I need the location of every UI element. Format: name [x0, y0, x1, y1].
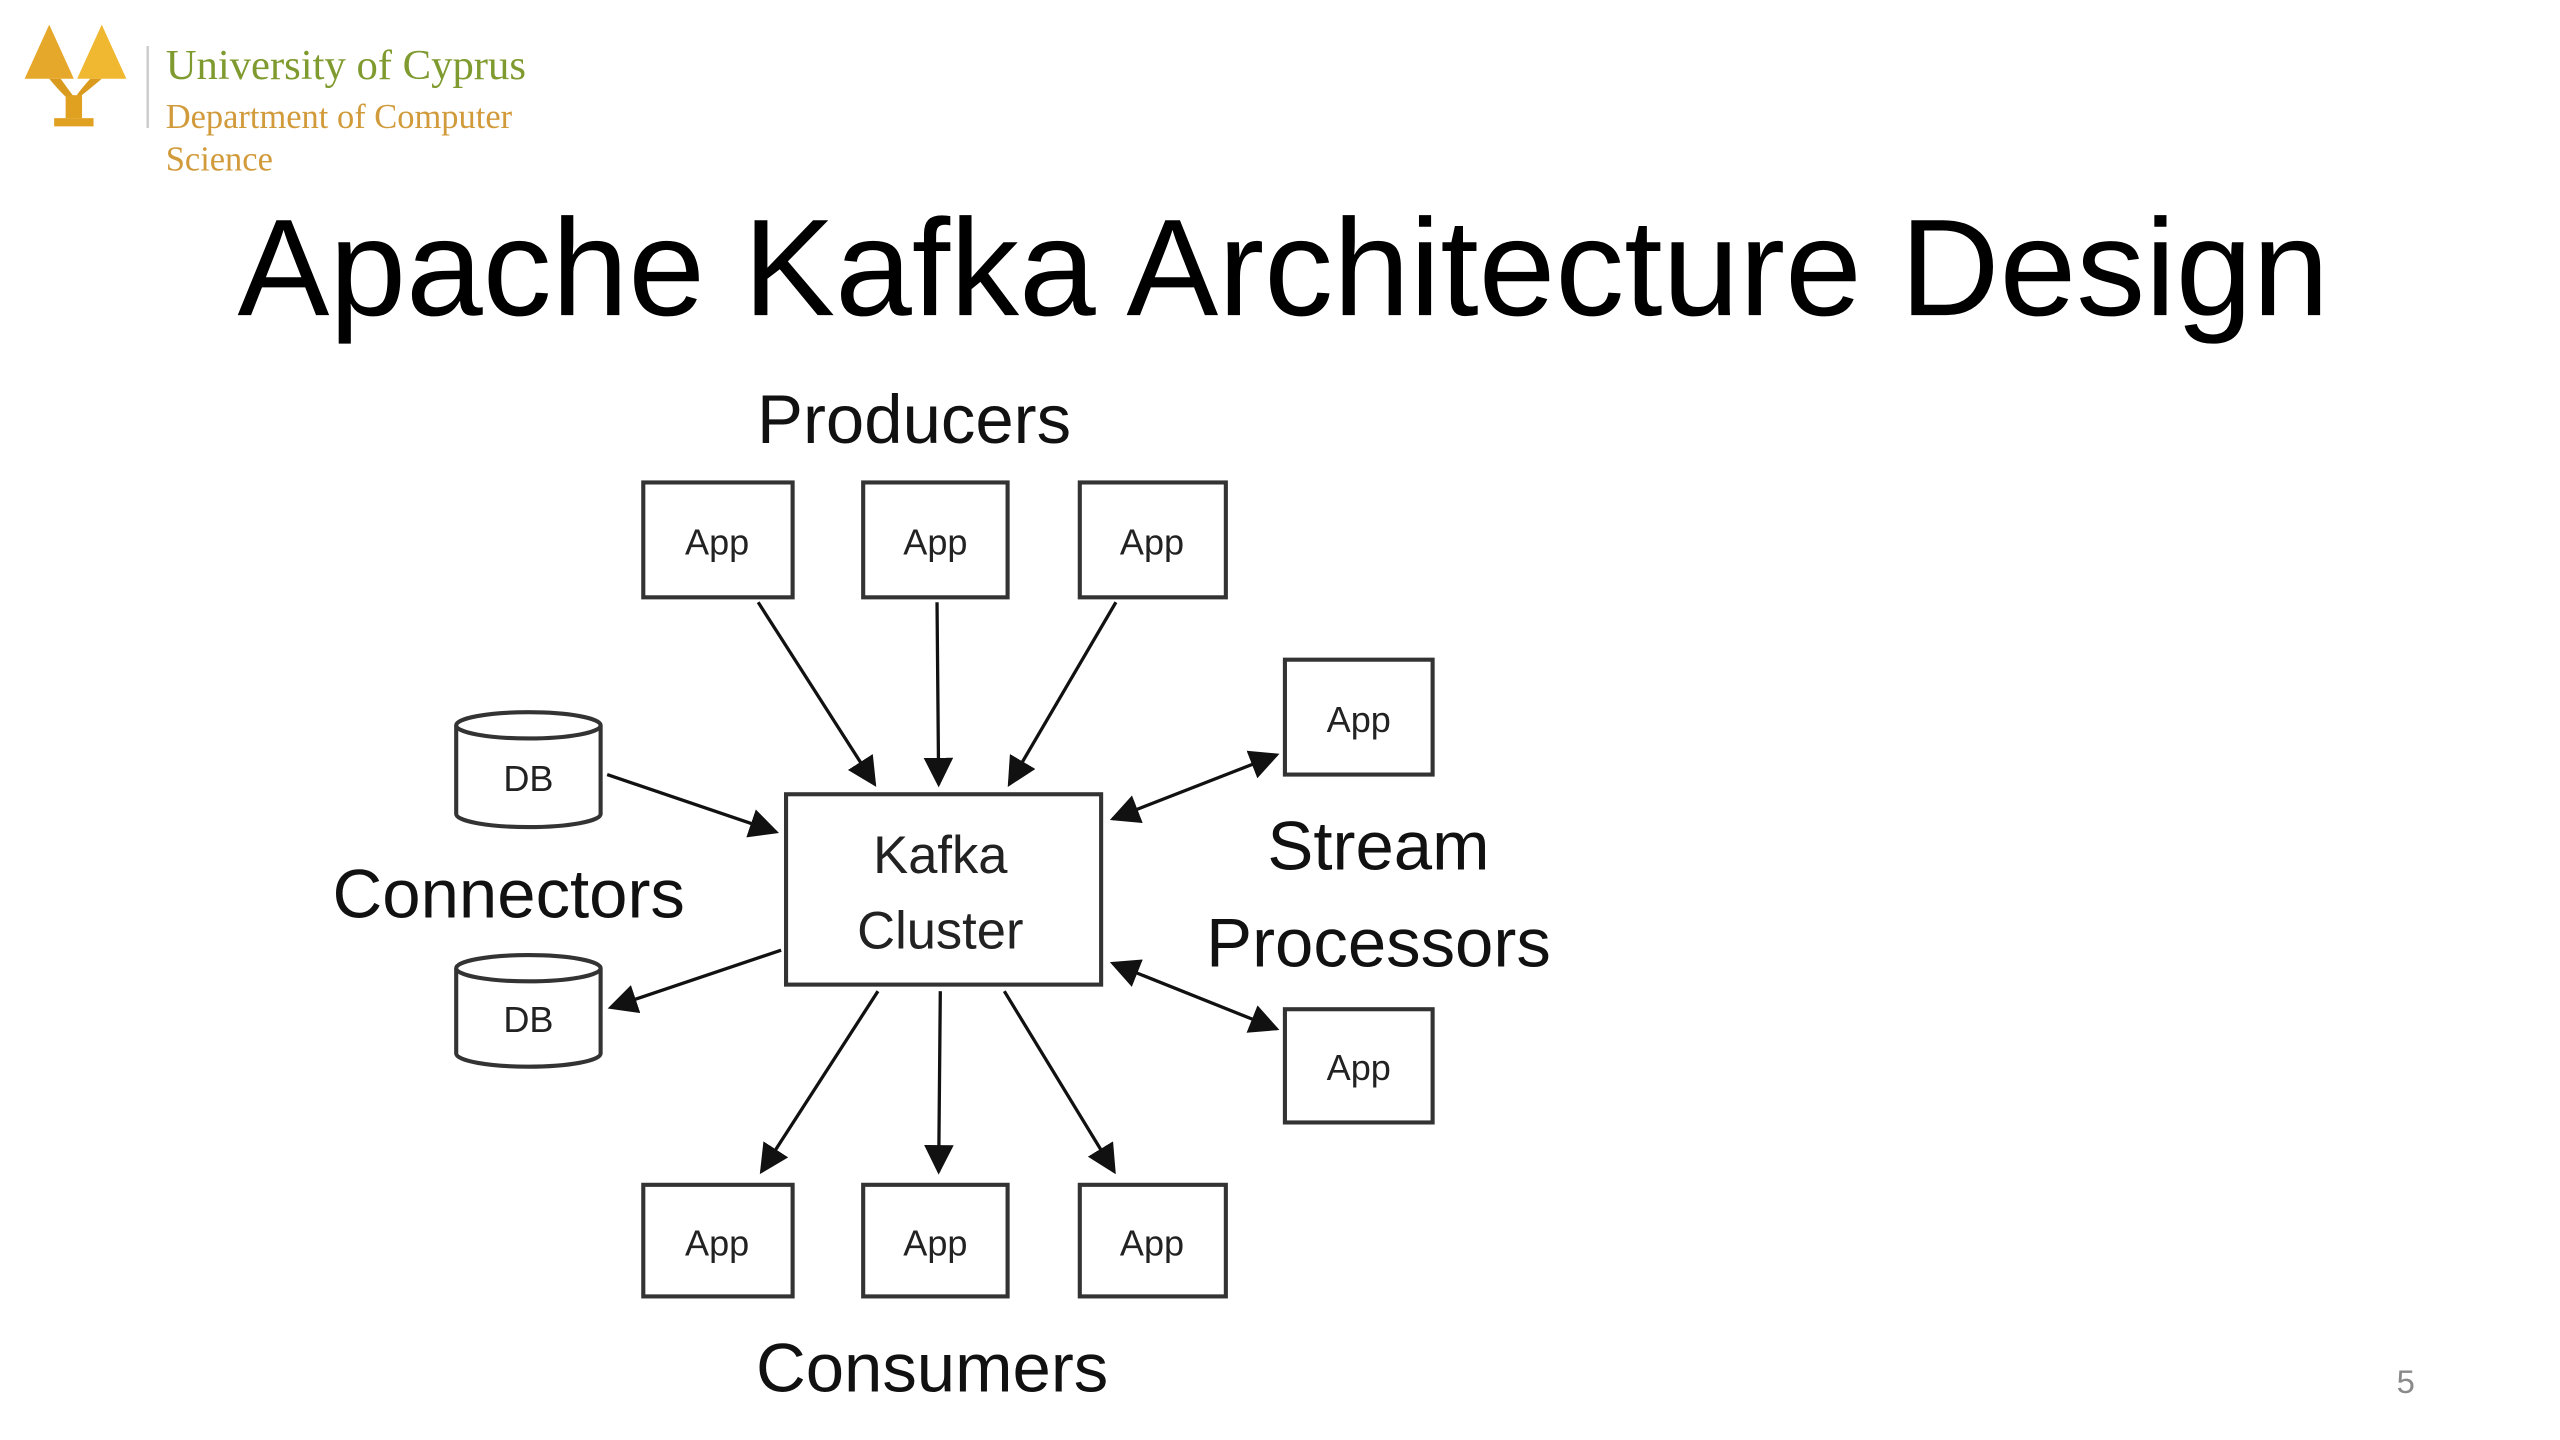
tree-emblem-icon: [24, 24, 127, 127]
arrow-stream-2: [1109, 959, 1280, 1033]
consumers-label: Consumers: [756, 1330, 1108, 1407]
kafka-cluster: Kafka Cluster: [784, 792, 1104, 987]
svg-text:App: App: [685, 1222, 749, 1263]
university-logo: University of Cyprus Department of Compu…: [24, 24, 526, 179]
arrow-db-sink: [607, 948, 782, 1014]
consumer-app-3: App: [1077, 1182, 1228, 1299]
arrow-stream-1: [1109, 750, 1280, 823]
consumer-app-2: App: [861, 1182, 1010, 1299]
producer-app-2: App: [861, 480, 1010, 600]
db-cylinder-sink: DB: [454, 953, 603, 1069]
arrow-producer-1: [756, 601, 877, 787]
processors-label: Processors: [1206, 905, 1551, 982]
consumer-app-1: App: [641, 1182, 795, 1299]
svg-text:App: App: [1120, 522, 1184, 563]
db-label: DB: [503, 999, 553, 1040]
stream-label: Stream: [1267, 808, 1489, 885]
arrow-consumer-3: [1002, 990, 1116, 1175]
arrow-db-source: [606, 773, 780, 838]
arrow-consumer-1: [759, 990, 880, 1175]
svg-text:App: App: [903, 522, 967, 563]
db-cylinder-source: DB: [454, 710, 603, 830]
kafka-diagram: Producers App App App Kafka Cluster DB D…: [333, 381, 1551, 1407]
kafka-label: Kafka: [873, 826, 1008, 885]
cluster-label: Cluster: [857, 902, 1023, 961]
logo-science: Science: [166, 141, 273, 179]
producer-app-1: App: [641, 480, 795, 600]
logo-university: University of Cyprus: [166, 42, 526, 89]
db-label: DB: [503, 758, 553, 799]
page-number: 5: [2397, 1363, 2415, 1400]
svg-text:App: App: [903, 1222, 967, 1263]
logo-department: Department of Computer: [166, 98, 513, 136]
slide-title: Apache Kafka Architecture Design: [237, 191, 2329, 345]
producer-app-3: App: [1077, 480, 1228, 600]
stream-app-2: App: [1282, 1007, 1435, 1125]
arrow-consumer-2: [924, 991, 954, 1175]
svg-text:App: App: [1120, 1222, 1184, 1263]
svg-text:App: App: [1327, 699, 1391, 740]
producers-label: Producers: [757, 381, 1071, 458]
svg-text:App: App: [1327, 1047, 1391, 1088]
stream-app-1: App: [1282, 657, 1435, 777]
arrow-producer-3: [1007, 601, 1118, 787]
connectors-label: Connectors: [333, 855, 685, 932]
arrows: [606, 601, 1280, 1175]
svg-text:App: App: [685, 522, 749, 563]
arrow-producer-2: [923, 602, 954, 788]
